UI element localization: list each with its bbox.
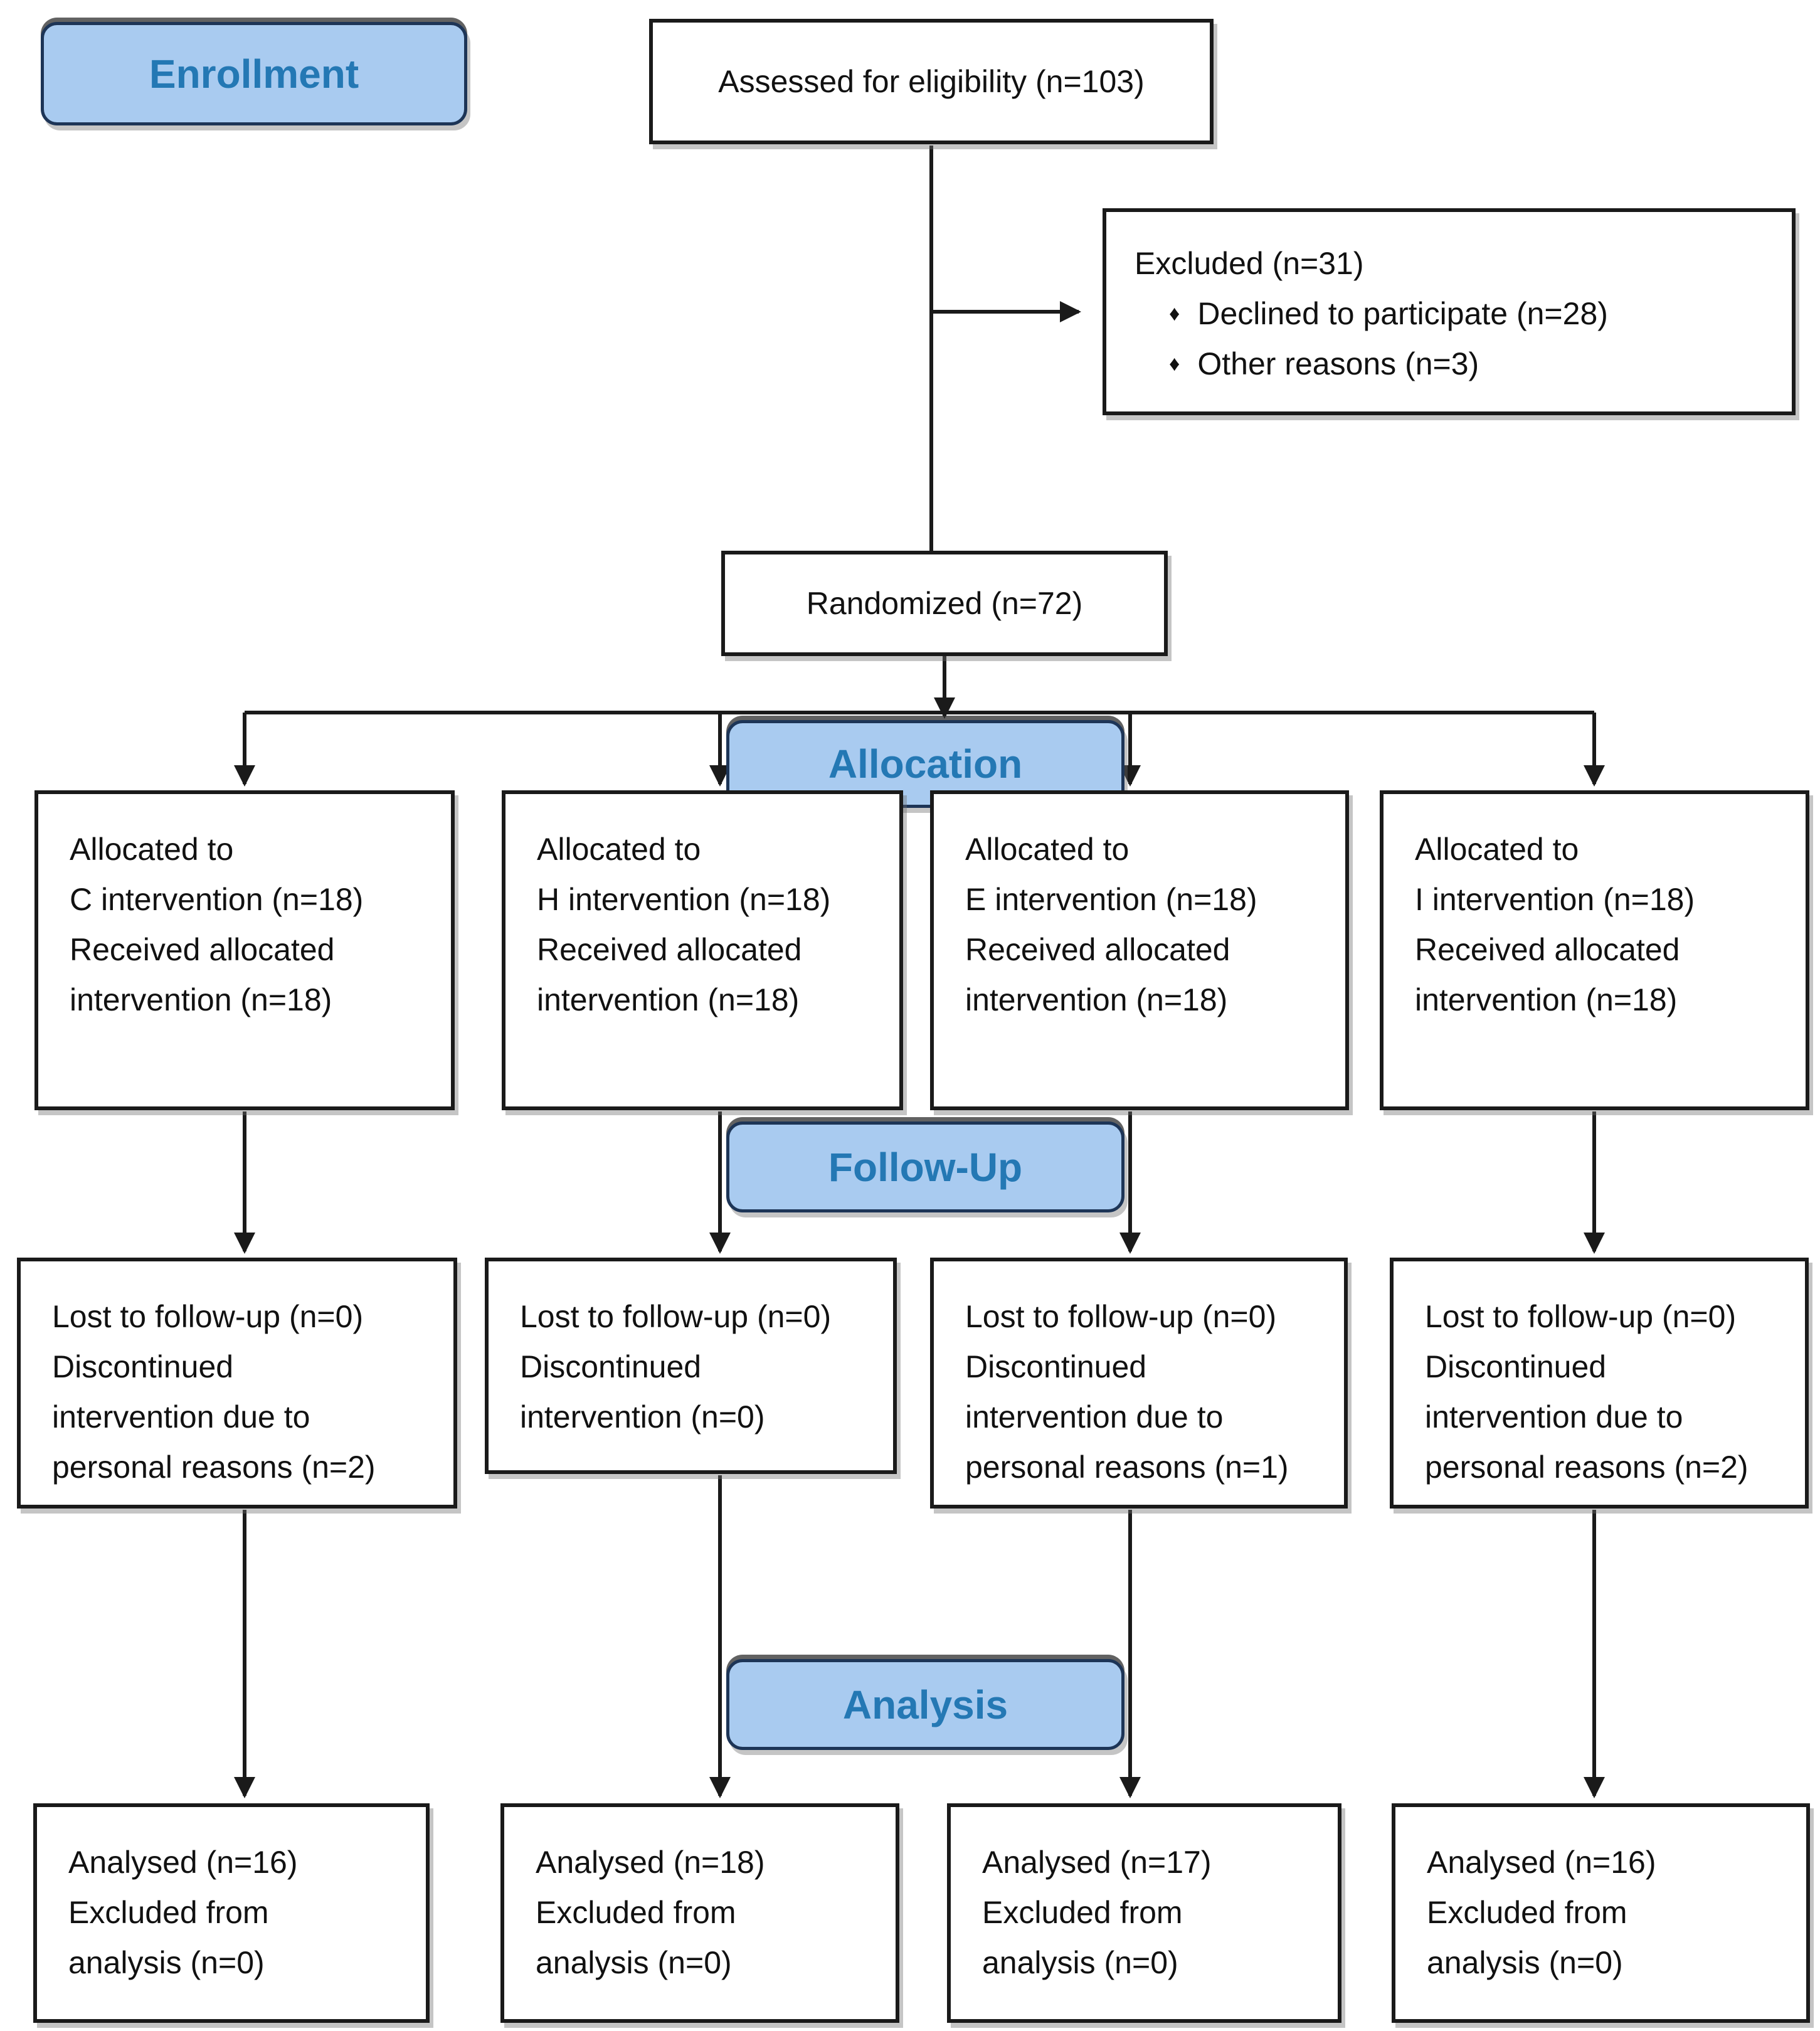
box-text-line: Excluded from	[982, 1895, 1183, 1930]
box-text-line: Received allocated	[70, 932, 335, 967]
box-text-line: Analysed (n=16)	[68, 1845, 298, 1880]
box-text-line: H intervention (n=18)	[537, 882, 831, 917]
excluded-box: Excluded (n=31) ♦ Declined to participat…	[1103, 208, 1796, 415]
box-text-line: Discontinued	[52, 1349, 234, 1384]
box-text-line: Allocated to	[70, 832, 234, 867]
bullet-diamond-icon: ♦	[1169, 352, 1180, 376]
box-text-line: analysis (n=0)	[536, 1945, 732, 1980]
box-text-line: Lost to follow-up (n=0)	[1425, 1299, 1737, 1334]
box-text-line: Analysed (n=16)	[1427, 1845, 1656, 1880]
box-text-line: Received allocated	[537, 932, 802, 967]
excluded-bullet-text: Declined to participate (n=28)	[1197, 296, 1608, 331]
box-text-line: Allocated to	[1415, 832, 1579, 867]
bullet-diamond-icon: ♦	[1169, 302, 1180, 326]
box-text-line: intervention (n=18)	[537, 982, 800, 1017]
box-text-line: E intervention (n=18)	[965, 882, 1257, 917]
box-text-line: Lost to follow-up (n=0)	[520, 1299, 832, 1334]
box-text-line: Discontinued	[1425, 1349, 1607, 1384]
allocation-box-i: Allocated to I intervention (n=18) Recei…	[1380, 790, 1809, 1110]
box-text-line: intervention due to	[52, 1399, 310, 1434]
box-text-line: Allocated to	[537, 832, 701, 867]
box-text-line: intervention (n=18)	[1415, 982, 1678, 1017]
box-text-line: Analysed (n=17)	[982, 1845, 1212, 1880]
analysis-box-i: Analysed (n=16) Excluded from analysis (…	[1392, 1803, 1810, 2023]
excluded-bullet-row: ♦ Other reasons (n=3)	[1169, 339, 1779, 389]
box-text-line: Lost to follow-up (n=0)	[52, 1299, 364, 1334]
assessed-box: Assessed for eligibility (n=103)	[649, 19, 1214, 144]
box-text-line: Excluded from	[536, 1895, 736, 1930]
box-text-line: intervention (n=0)	[520, 1399, 765, 1434]
analysis-box-e: Analysed (n=17) Excluded from analysis (…	[947, 1803, 1341, 2023]
stage-label-analysis: Analysis	[726, 1659, 1124, 1750]
box-text-line: analysis (n=0)	[68, 1945, 265, 1980]
analysis-box-h: Analysed (n=18) Excluded from analysis (…	[500, 1803, 899, 2023]
box-text-line: Lost to follow-up (n=0)	[965, 1299, 1277, 1334]
randomized-box: Randomized (n=72)	[721, 551, 1168, 656]
stage-label-enrollment: Enrollment	[41, 22, 467, 125]
followup-box-i: Lost to follow-up (n=0) Discontinued int…	[1390, 1258, 1809, 1509]
box-text-line: intervention due to	[1425, 1399, 1683, 1434]
box-text-line: Excluded from	[68, 1895, 269, 1930]
excluded-title: Excluded (n=31)	[1135, 246, 1364, 281]
box-text-line: personal reasons (n=2)	[1425, 1450, 1749, 1485]
excluded-bullet-row: ♦ Declined to participate (n=28)	[1169, 289, 1779, 339]
box-text-line: intervention (n=18)	[70, 982, 332, 1017]
box-text-line: personal reasons (n=2)	[52, 1450, 376, 1485]
box-text-line: I intervention (n=18)	[1415, 882, 1695, 917]
box-text-line: analysis (n=0)	[982, 1945, 1178, 1980]
box-text-line: Discontinued	[520, 1349, 702, 1384]
box-text-line: intervention (n=18)	[965, 982, 1228, 1017]
assessed-text: Assessed for eligibility (n=103)	[718, 64, 1145, 99]
stage-label-followup: Follow-Up	[726, 1122, 1124, 1212]
followup-box-c: Lost to follow-up (n=0) Discontinued int…	[17, 1258, 457, 1509]
box-text-line: Analysed (n=18)	[536, 1845, 765, 1880]
box-text-line: Allocated to	[965, 832, 1130, 867]
analysis-box-c: Analysed (n=16) Excluded from analysis (…	[33, 1803, 430, 2023]
excluded-bullet-text: Other reasons (n=3)	[1197, 346, 1479, 381]
followup-box-e: Lost to follow-up (n=0) Discontinued int…	[930, 1258, 1348, 1509]
stage-label-allocation: Allocation	[726, 720, 1124, 808]
allocation-box-e: Allocated to E intervention (n=18) Recei…	[930, 790, 1349, 1110]
box-text-line: Excluded from	[1427, 1895, 1627, 1930]
allocation-box-c: Allocated to C intervention (n=18) Recei…	[34, 790, 455, 1110]
box-text-line: intervention due to	[965, 1399, 1224, 1434]
randomized-text: Randomized (n=72)	[806, 586, 1083, 621]
box-text-line: personal reasons (n=1)	[965, 1450, 1289, 1485]
allocation-box-h: Allocated to H intervention (n=18) Recei…	[502, 790, 903, 1110]
box-text-line: C intervention (n=18)	[70, 882, 364, 917]
followup-box-h: Lost to follow-up (n=0) Discontinued int…	[485, 1258, 897, 1474]
box-text-line: Discontinued	[965, 1349, 1147, 1384]
box-text-line: analysis (n=0)	[1427, 1945, 1623, 1980]
box-text-line: Received allocated	[965, 932, 1230, 967]
box-text-line: Received allocated	[1415, 932, 1680, 967]
